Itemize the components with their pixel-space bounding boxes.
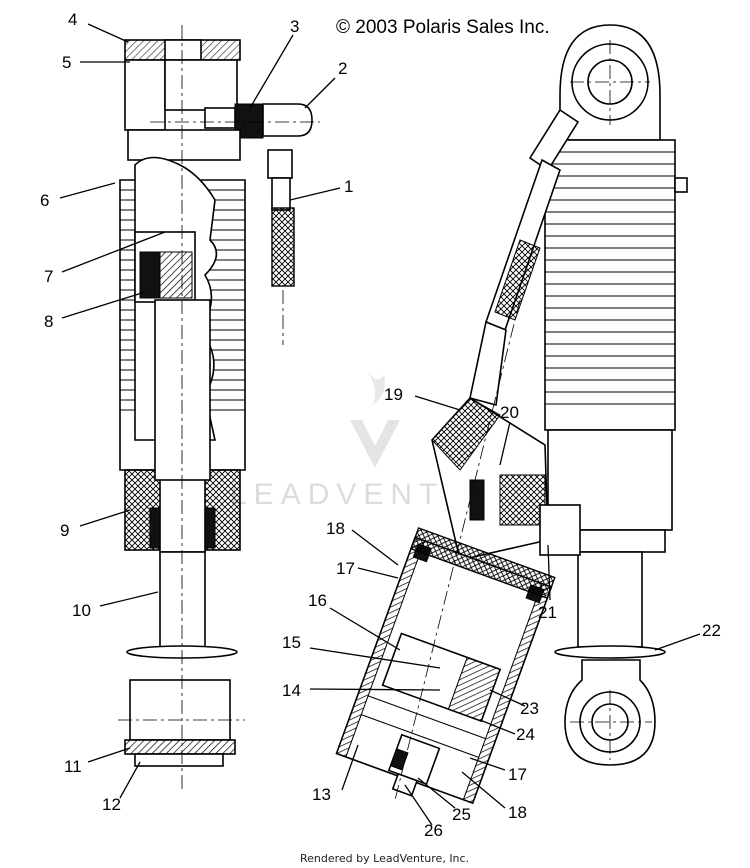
- callout-21: 21: [538, 603, 557, 622]
- copyright-notice: © 2003 Polaris Sales Inc.: [336, 17, 550, 38]
- callout-leaders: [59, 23, 701, 826]
- callout-2: 2: [338, 59, 347, 78]
- callout-19: 19: [384, 385, 403, 404]
- callout-12: 12: [102, 795, 121, 814]
- callout-20: 20: [500, 403, 519, 422]
- bottom-eye: [129, 679, 231, 741]
- callout-6: 6: [40, 191, 49, 210]
- top-mount-block: [124, 59, 166, 131]
- reservoir-assembly: [335, 299, 581, 805]
- callout-17-bottom: 17: [508, 765, 527, 784]
- callout-25: 25: [452, 805, 471, 824]
- callout-17-top: 17: [336, 559, 355, 578]
- elbow-fitting: [262, 103, 313, 137]
- callout-7: 7: [44, 267, 53, 286]
- callout-26: 26: [424, 821, 443, 840]
- callout-11: 11: [64, 757, 82, 776]
- right-piston-rod: [577, 551, 643, 648]
- callout-10: 10: [72, 601, 91, 620]
- callout-4: 4: [68, 10, 77, 29]
- right-body-ribs: [545, 151, 675, 405]
- callout-18-top: 18: [326, 519, 345, 538]
- callout-9: 9: [60, 521, 69, 540]
- callout-24: 24: [516, 725, 535, 744]
- hose-braid: [271, 207, 295, 287]
- right-shock-assembly: [544, 24, 688, 766]
- callout-14: 14: [282, 681, 301, 700]
- callout-5: 5: [62, 53, 71, 72]
- reservoir-hose: [469, 108, 580, 407]
- callout-18-bottom: 18: [508, 803, 527, 822]
- callout-16: 16: [308, 591, 327, 610]
- right-shock-body: [544, 139, 676, 431]
- callout-15: 15: [282, 633, 301, 652]
- fill-valve: [391, 772, 419, 797]
- callout-13: 13: [312, 785, 331, 804]
- shock-head: [127, 129, 241, 161]
- left-shock-assembly: [118, 25, 320, 790]
- callout-3: 3: [290, 17, 299, 36]
- callout-1: 1: [344, 177, 353, 196]
- footer-credit: Rendered by LeadVenture, Inc.: [300, 852, 469, 865]
- callout-22: 22: [702, 621, 721, 640]
- callout-8: 8: [44, 312, 53, 331]
- hose-nut: [267, 149, 293, 179]
- callout-labels: 1 2 3 4 5 6 7 8 9 10 11 12 13 14 15 16 1…: [40, 10, 721, 840]
- adjuster-cap: [539, 504, 581, 556]
- callout-23: 23: [520, 699, 539, 718]
- shaft-upper: [154, 299, 211, 481]
- piston-rod: [159, 551, 206, 648]
- right-bumper-washer: [554, 645, 666, 659]
